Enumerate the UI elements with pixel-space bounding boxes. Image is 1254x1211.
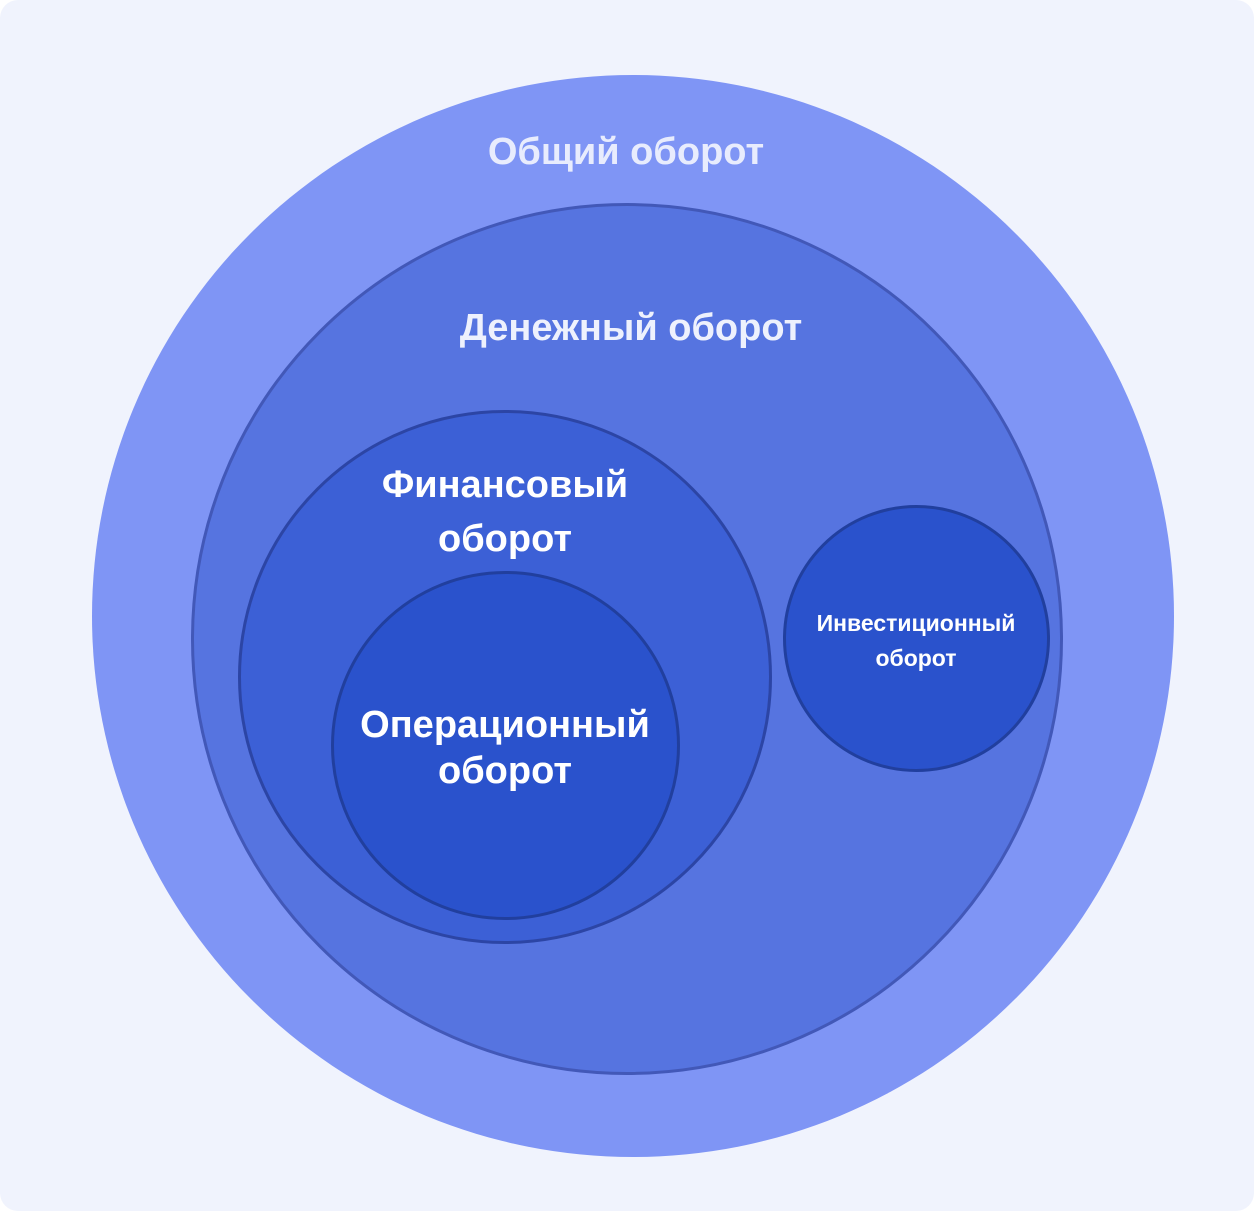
money-turnover-label: Денежный оборот: [459, 307, 803, 349]
investment-turnover-circle: [783, 505, 1050, 772]
operational-turnover-circle: [331, 571, 680, 920]
investment-turnover-label: Инвестиционный оборот: [816, 610, 1016, 671]
total-turnover-label: Общий оборот: [487, 131, 765, 173]
financial-turnover-label: Финансовый оборот: [381, 464, 629, 560]
operational-turnover-label: Операционный оборот: [360, 704, 650, 792]
